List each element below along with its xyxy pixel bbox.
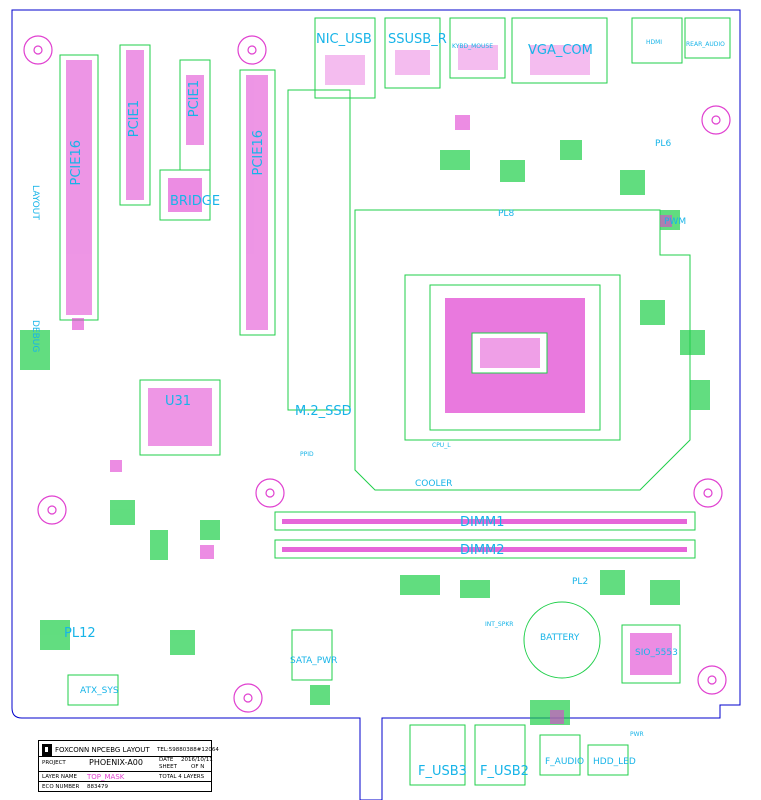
pad-clusters (72, 115, 672, 724)
hdd-led-label: HDD_LED (593, 757, 636, 767)
project-label: PROJECT (42, 760, 66, 766)
foxconn-logo-icon (42, 744, 52, 756)
date-label: DATE (159, 757, 174, 763)
pwm-label: PWM (664, 217, 687, 227)
sheet-value: OF N (191, 764, 205, 770)
m2-ssd-label: M.2_SSD (295, 404, 352, 419)
components (20, 140, 710, 725)
m2-slot (287, 89, 351, 411)
battery-label: BATTERY (540, 633, 580, 643)
pcie-slots (59, 44, 276, 336)
rear-io (314, 17, 731, 99)
rear-io-pins (325, 45, 590, 85)
pcie-pins (66, 50, 268, 330)
sheet-label: SHEET (159, 764, 177, 770)
dimm2-label: DIMM2 (460, 543, 505, 558)
dimm1-label: DIMM1 (460, 515, 505, 530)
pl2-label: PL2 (572, 577, 589, 587)
vga-com-label: VGA_COM (528, 43, 593, 58)
date-value: 2016/10/11 (181, 757, 213, 763)
front-headers (67, 629, 629, 786)
sio-label: SIO_5553 (635, 648, 678, 658)
f-audio-label: F_AUDIO (545, 757, 585, 767)
ssusb-r-label: SSUSB_R (388, 32, 447, 47)
ecd-value: 883479 (87, 784, 108, 790)
f-usb2-label: F_USB2 (480, 764, 529, 779)
project-value: PHOENIX-A00 (89, 758, 143, 767)
bridge-label: BRIDGE (170, 194, 221, 209)
pl6-label: PL6 (655, 139, 672, 149)
company-title: FOXCONN NPCEBG LAYOUT (55, 746, 150, 754)
battery (523, 601, 601, 679)
debug-label: DEBUG (30, 320, 40, 353)
sio-chip (621, 624, 681, 684)
sata-pwr-label: SATA_PWR (290, 656, 338, 666)
pwr-label: PWR (630, 731, 644, 738)
pl12-label: PL12 (64, 626, 96, 641)
ppid-label: PPID (300, 451, 314, 458)
u31-chip (139, 379, 221, 456)
cpu-label: CPU_L (432, 442, 451, 449)
total-layers: TOTAL 4 LAYERS (159, 774, 205, 780)
board-outline (11, 9, 741, 800)
cooler-label: COOLER (415, 479, 453, 489)
f-usb3-label: F_USB3 (418, 764, 467, 779)
pcie16-label: PCIE16 (69, 140, 84, 186)
int-spkr-label: INT_SPKR (485, 621, 514, 628)
ecd-label: ECO NUMBER (42, 784, 80, 790)
pcie1-label-b: PCIE1 (187, 80, 202, 118)
title-block: FOXCONN NPCEBG LAYOUT TEL:59880388#12064… (38, 740, 219, 792)
kybd-mouse-label: KYBD_MOUSE (452, 43, 494, 50)
dimm-slots (274, 511, 696, 559)
hdmi-label: HDMI (646, 39, 663, 46)
mounting-holes (23, 35, 731, 713)
rear-audio-label: REAR_AUDIO (686, 41, 725, 48)
nic-usb-label: NIC_USB (316, 32, 372, 47)
tel-text: TEL:59880388#12064 (157, 747, 219, 753)
pcie1-label-a: PCIE1 (127, 100, 142, 138)
pcie16-label-b: PCIE16 (251, 130, 266, 176)
u31-label: U31 (165, 394, 192, 409)
bridge-chip (159, 169, 211, 221)
layout-label: LAYOUT (30, 185, 40, 220)
layer-name-value: TOP_MASK (87, 773, 125, 781)
atx-sys-label: ATX_SYS (80, 686, 119, 696)
pl8-label: PL8 (498, 209, 515, 219)
layer-name-label: LAYER NAME (42, 774, 78, 780)
